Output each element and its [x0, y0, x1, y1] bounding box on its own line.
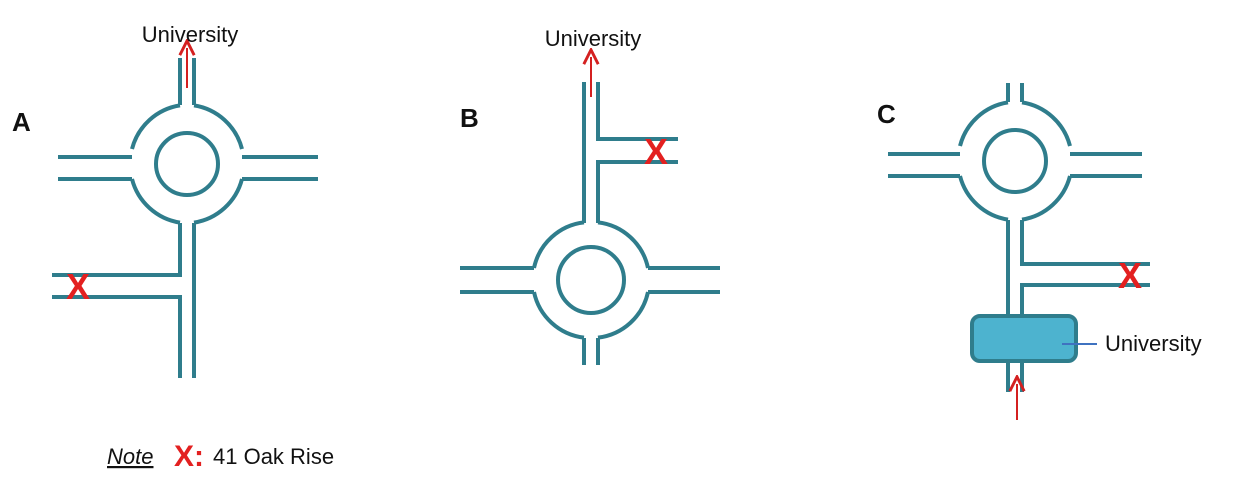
road-south-b — [582, 338, 600, 365]
road-below-university-c — [1006, 361, 1024, 392]
road-east-b — [648, 266, 720, 294]
house-marker-c: X — [1118, 255, 1142, 296]
road-south-a — [52, 223, 196, 378]
legend-marker: X: — [174, 440, 204, 473]
road-east-c — [1070, 152, 1142, 178]
roundabout-outer-b — [532, 220, 650, 340]
diagram-b: B University X — [460, 26, 720, 365]
road-west-b — [460, 266, 534, 294]
house-marker-a: X — [66, 266, 90, 307]
road-north-b — [582, 82, 678, 223]
destination-label-c: University — [1105, 331, 1202, 356]
legend-note: Note X: 41 Oak Rise — [107, 440, 334, 473]
roundabout-inner-b — [556, 245, 626, 315]
diagram-a: A University X — [12, 22, 318, 378]
university-block-c — [970, 314, 1078, 363]
road-north-c — [1006, 83, 1024, 102]
road-west-a — [58, 155, 132, 181]
legend-meaning: 41 Oak Rise — [213, 444, 334, 469]
road-east-a — [242, 155, 318, 181]
roundabout-b — [532, 220, 650, 340]
house-marker-b: X — [644, 131, 668, 172]
roundabout-outer-a — [130, 103, 244, 225]
roundabout-outer-c — [958, 100, 1072, 222]
roundabout-inner-c — [982, 128, 1048, 194]
roundabout-c — [958, 100, 1072, 222]
roundabout-inner-a — [154, 131, 220, 197]
destination-label-b: University — [545, 26, 642, 51]
road-south-c — [1006, 220, 1150, 316]
panel-label-c: C — [877, 99, 896, 129]
panel-label-a: A — [12, 107, 31, 137]
destination-label-a: University — [142, 22, 239, 47]
panel-label-b: B — [460, 103, 479, 133]
road-west-c — [888, 152, 960, 178]
road-north-a — [178, 58, 196, 105]
legend-note-label: Note — [107, 444, 153, 469]
roundabout-a — [130, 103, 244, 225]
diagram-c: C University X — [877, 83, 1202, 420]
